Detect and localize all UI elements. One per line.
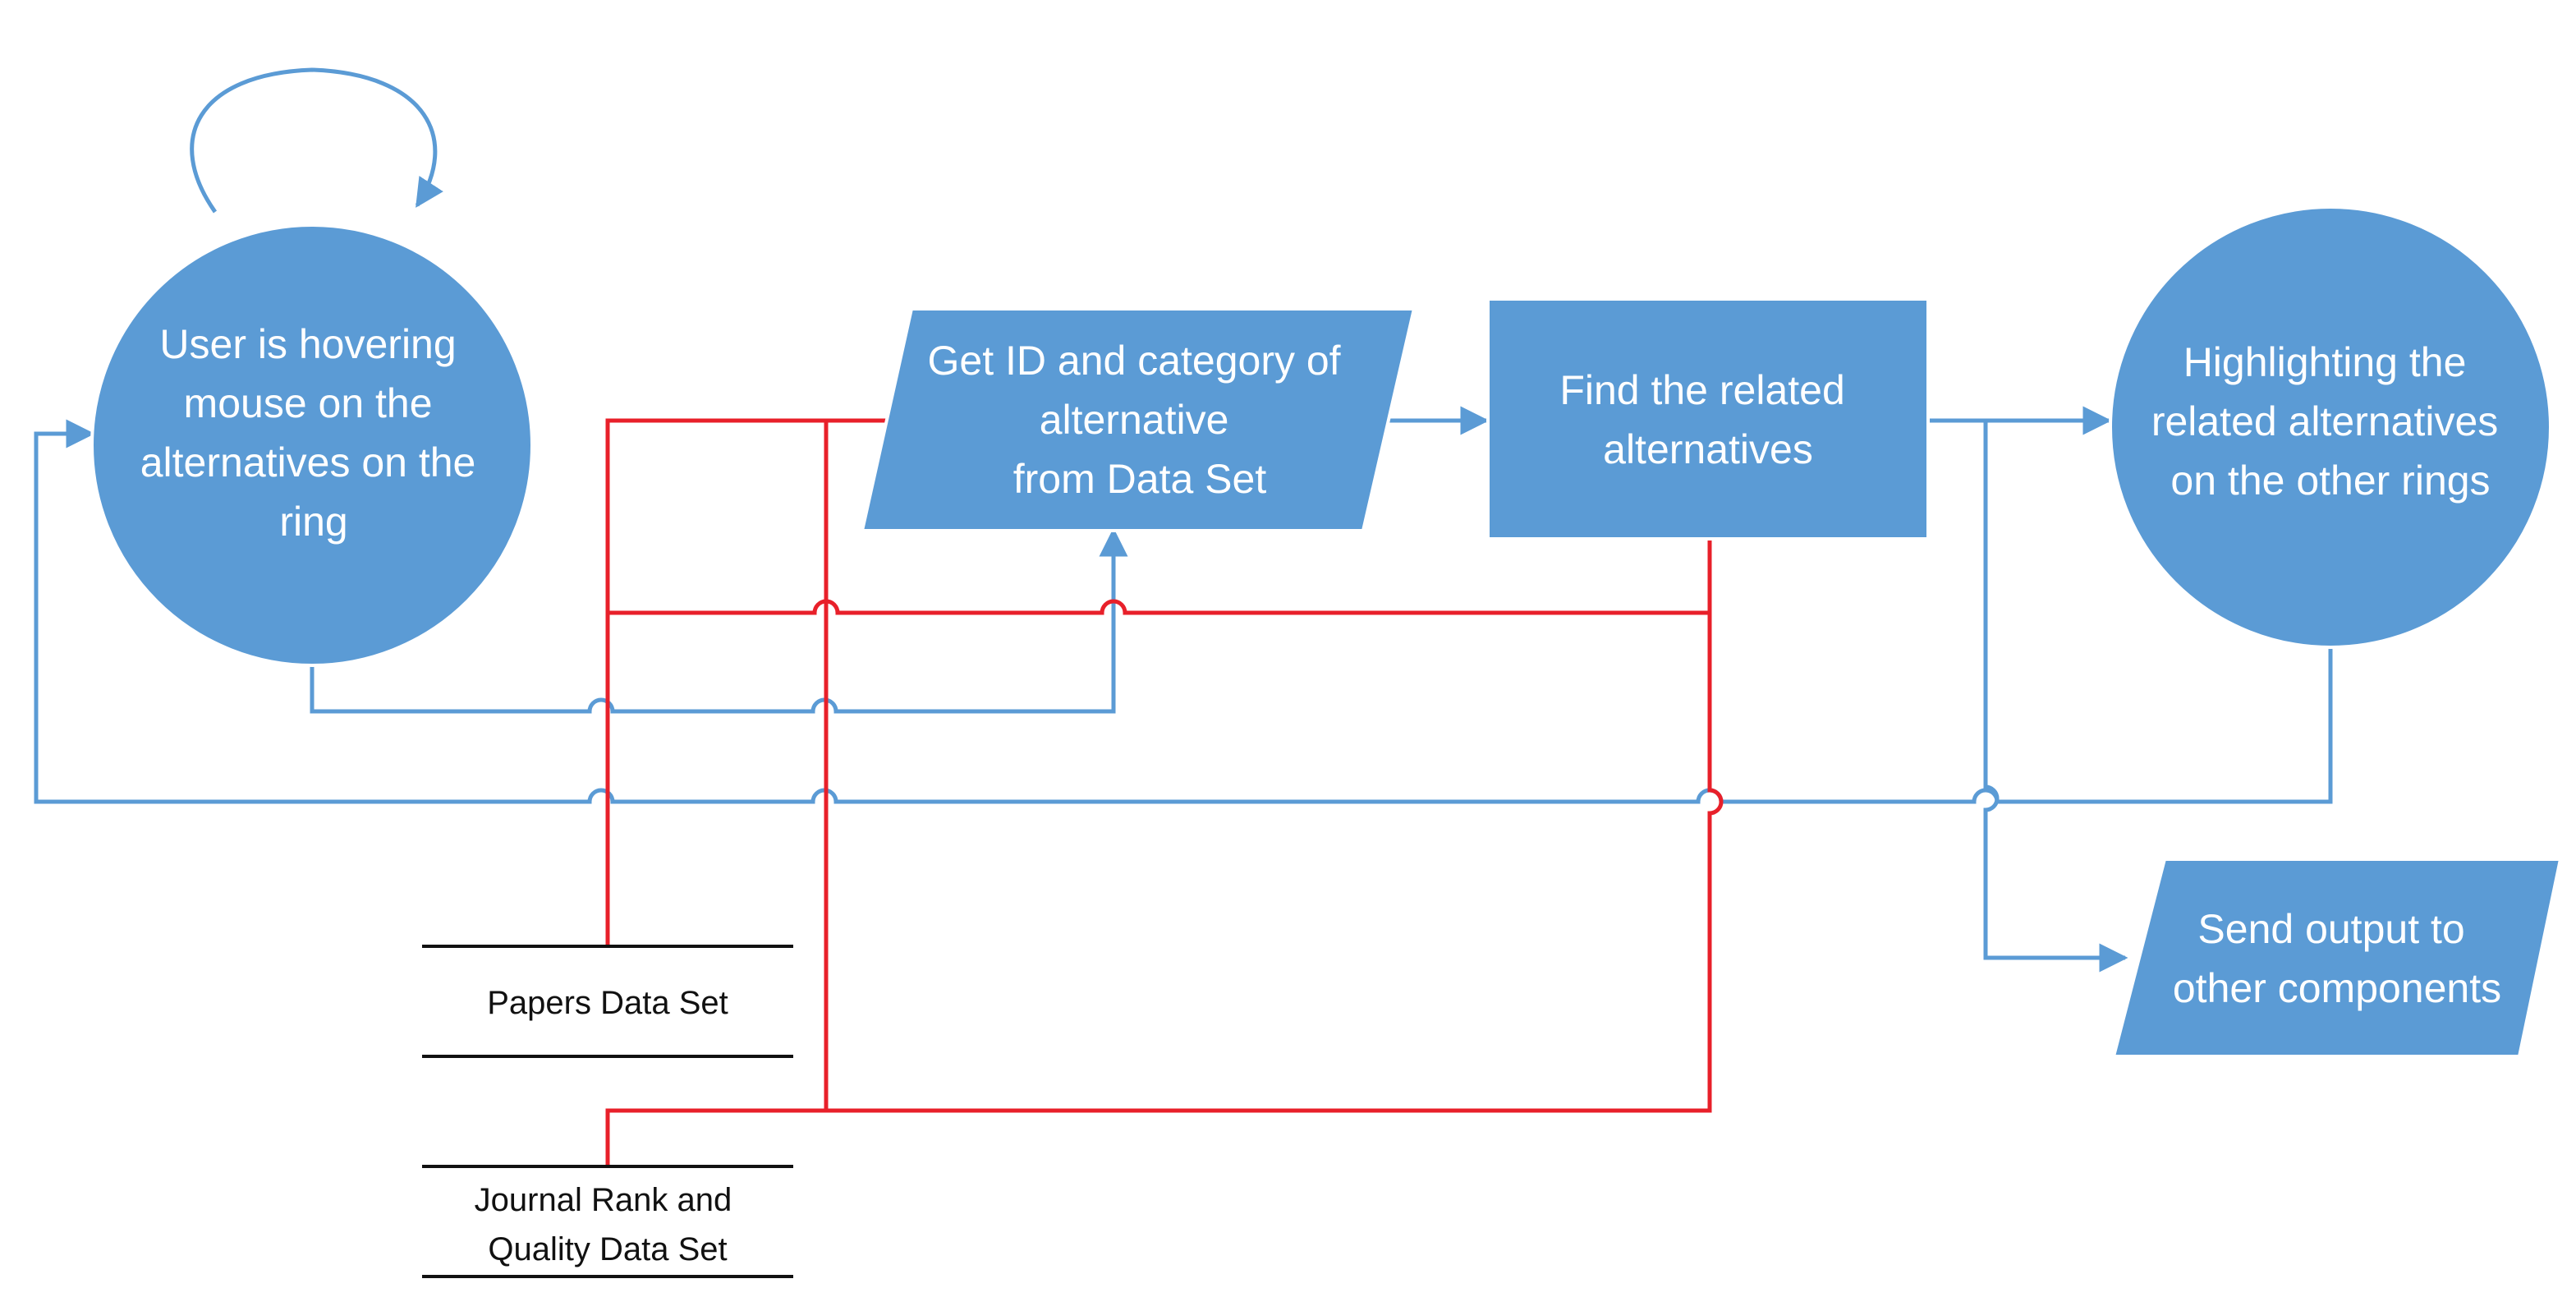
flow-highlight-back-to-start: [34, 419, 2333, 804]
data-line-find-bridge: [608, 599, 1710, 615]
find-related-node-shape: [1486, 297, 1930, 540]
data-line-find-down: [605, 539, 1724, 1166]
start-node-label: User is hovering mouse on the alternativ…: [140, 321, 488, 545]
start-node-circle: [90, 223, 534, 667]
journal-store-label: Journal Rank and Quality Data Set: [475, 1182, 742, 1267]
get-id-node-label: Get ID and category of alternative from …: [928, 338, 1352, 502]
highlight-node-label: Highlighting the related alternatives on…: [2151, 339, 2509, 504]
self-loop-arrow: [190, 67, 443, 214]
find-related-node-label: Find the related alternatives: [1559, 367, 1856, 472]
flow-find-to-send-output: [1983, 421, 2128, 973]
send-output-node-label: Send output to other components: [2173, 906, 2501, 1011]
flow-start-to-get-id: [310, 527, 1128, 714]
papers-store-label: Papers Data Set: [487, 985, 728, 1021]
get-id-node-shape: [860, 307, 1417, 532]
data-line-papers: [605, 418, 890, 946]
send-output-node-shape: [2111, 858, 2563, 1058]
highlight-node-circle: [2109, 205, 2552, 649]
